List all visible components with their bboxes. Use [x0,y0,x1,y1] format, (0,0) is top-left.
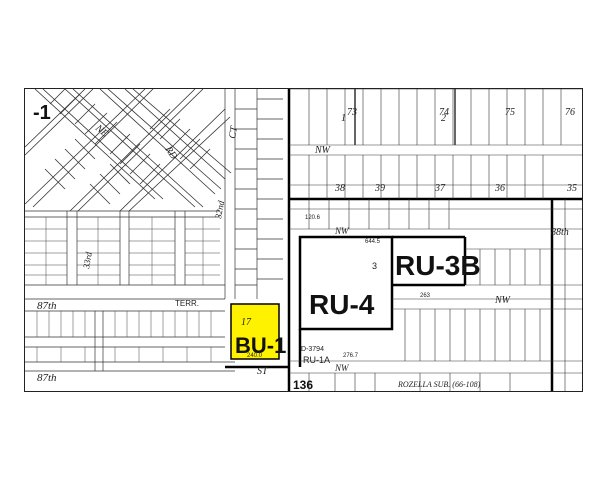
zone-label-ru3b: RU-3B [395,250,481,281]
street-87th-bottom: 87th [37,372,57,384]
street-33rd: 33rd [81,251,94,271]
lot-3-label: 3 [372,261,377,271]
zone-label-bu1: BU-1 [235,333,286,358]
block-35-label: 35 [566,183,577,194]
block-38-label: 38 [334,183,345,194]
right-lot-grid [289,89,582,391]
lot-17-label: 17 [241,317,252,328]
section-136-label: 136 [293,378,313,391]
left-small-lots [25,217,220,362]
street-87th-left: 87th [37,300,57,312]
section-number: -1 [33,102,51,124]
block-39-label: 39 [374,183,385,194]
block-36-label: 36 [494,183,505,194]
zoning-map: RU-4 RU-3B BU-1 RU-1A -1 136 17 3 1 2 73… [24,88,583,392]
block-37-label: 37 [434,183,446,194]
dim-263: 263 [420,293,431,299]
street-st: ST [257,366,269,377]
bu1-highlighted-parcel [230,303,280,360]
dim-240: 240.0 [247,353,263,359]
zoning-map-svg: RU-4 RU-3B BU-1 RU-1A -1 136 17 3 1 2 73… [25,89,582,391]
block-76-label: 76 [565,107,575,118]
zone-label-ru1a: RU-1A [303,355,330,365]
diagonal-street-grid [25,89,232,212]
street-88th: 88th [551,227,569,238]
street-nw-right: NW [494,295,512,306]
street-nw-bottom: NW [334,363,350,373]
lot-2-label: 2 [441,113,446,124]
zone-label-ru4: RU-4 [309,289,375,320]
zoning-boundaries [225,89,582,391]
dim-120: 120.6 [305,215,321,221]
street-nw-mid: NW [334,226,350,236]
left-lot-grid [25,210,235,372]
rozella-sub-label: ROZELLA SUB. (66-108) [397,380,481,389]
vertical-street-lots [224,89,283,299]
block-74-label: 74 [439,107,449,118]
d3794-label: D-3794 [301,346,324,353]
street-nw-top: NW [314,145,332,156]
street-terr: TERR. [175,299,199,308]
street-32nd: 32nd [213,199,226,220]
block-73-label: 73 [347,107,357,118]
dim-276: 276.7 [343,353,359,359]
lot-1-label: 1 [341,113,346,124]
dim-644: 644.5 [365,239,381,245]
street-ct: CT [227,124,240,139]
block-75-label: 75 [505,107,515,118]
